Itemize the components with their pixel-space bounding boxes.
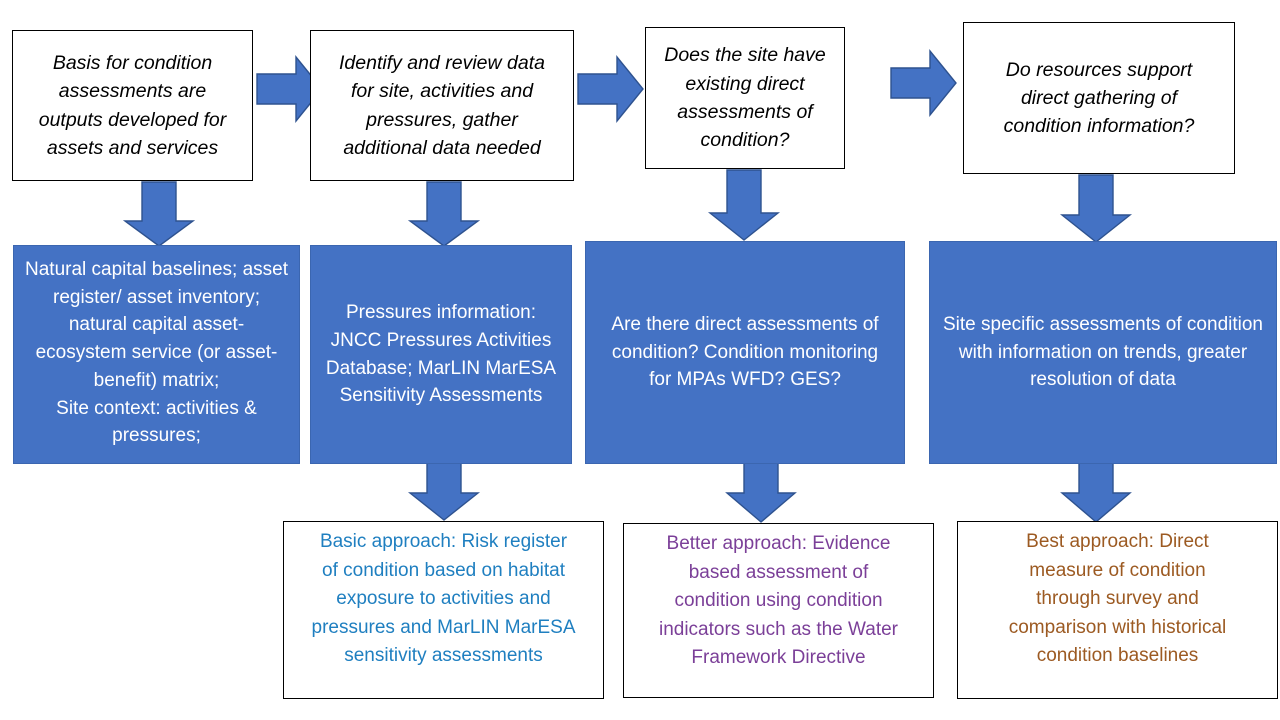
arrow-step4-input4-icon xyxy=(1059,174,1133,243)
arrow-step1-input1-icon xyxy=(122,181,196,247)
step-box-3[interactable]: Does the site have existing direct asses… xyxy=(645,27,845,169)
step-box-1[interactable]: Basis for condition assessments are outp… xyxy=(12,30,253,181)
arrow-input2-basic-icon xyxy=(407,461,481,521)
step-box-2-label: Identify and review data for site, activ… xyxy=(339,51,545,159)
step-box-3-label: Does the site have existing direct asses… xyxy=(664,44,826,152)
step-box-1-label: Basis for condition assessments are outp… xyxy=(38,51,227,159)
outcome-box-best[interactable]: Best approach: Direct measure of conditi… xyxy=(957,521,1278,699)
arrow-input3-better-icon xyxy=(725,461,797,523)
input-box-1[interactable]: Natural capital baselines; asset registe… xyxy=(13,245,300,464)
outcome-box-better[interactable]: Better approach: Evidence based assessme… xyxy=(623,523,934,698)
input-box-4[interactable]: Site specific assessments of condition w… xyxy=(929,241,1277,464)
input-box-3-label: Are there direct assessments of conditio… xyxy=(611,313,879,391)
step-box-2[interactable]: Identify and review data for site, activ… xyxy=(310,30,574,181)
step-box-4[interactable]: Do resources support direct gathering of… xyxy=(963,22,1235,174)
input-box-4-label: Site specific assessments of condition w… xyxy=(943,313,1263,391)
step-box-4-label: Do resources support direct gathering of… xyxy=(1003,58,1195,138)
arrow-step3-input3-icon xyxy=(707,169,781,241)
outcome-box-basic-label: Basic approach: Risk register of conditi… xyxy=(311,531,576,666)
arrow-step3-step4-icon xyxy=(890,49,957,117)
outcome-box-basic[interactable]: Basic approach: Risk register of conditi… xyxy=(283,521,604,699)
arrow-input4-best-icon xyxy=(1060,461,1132,523)
input-box-2[interactable]: Pressures information: JNCC Pressures Ac… xyxy=(310,245,572,464)
arrow-step2-step3-icon xyxy=(577,55,644,123)
arrow-step2-input2-icon xyxy=(407,181,481,247)
input-box-2-label: Pressures information: JNCC Pressures Ac… xyxy=(325,302,557,407)
outcome-box-better-label: Better approach: Evidence based assessme… xyxy=(658,533,898,668)
input-box-3[interactable]: Are there direct assessments of conditio… xyxy=(585,241,905,464)
input-box-1-label: Natural capital baselines; asset registe… xyxy=(25,259,288,447)
outcome-box-best-label: Best approach: Direct measure of conditi… xyxy=(1008,531,1227,666)
